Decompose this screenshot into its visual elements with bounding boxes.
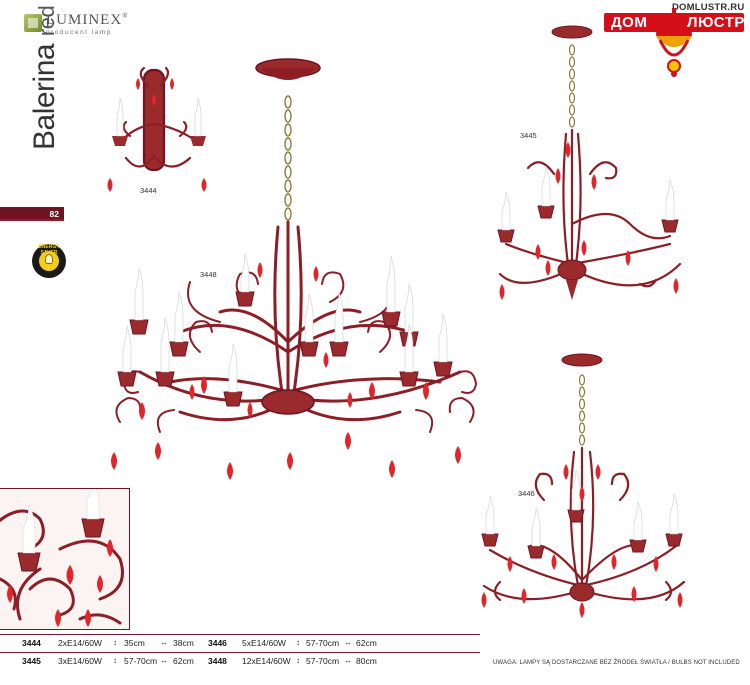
bulbs-not-included-note: UWAGA: LAMPY SĄ DOSTARCZANE BEZ ŹRÓDEŁ Ś… (493, 660, 740, 666)
spec-bulbs: 12xE14/60W (242, 656, 291, 666)
model-label-3445: 3445 (520, 131, 537, 140)
height-icon: ↕ (113, 656, 117, 665)
spec-bulbs: 5xE14/60W (242, 638, 286, 648)
spec-height: 35cm (124, 638, 145, 648)
series-title: Balerina red (28, 6, 62, 150)
luminex-logo: LUMINEX® producent lamp (24, 12, 127, 40)
domlustr-logo: DOMLUSTR.RU ДОМ ЛЮСТР (594, 0, 750, 80)
spec-bulbs: 3xE14/60W (58, 656, 102, 666)
chandelier-3448-image (111, 58, 478, 480)
shop-url: DOMLUSTR.RU (672, 2, 745, 13)
shop-logo-bar (604, 13, 744, 32)
spec-row: 3444 2xE14/60W ↕ 35cm ↔ 38cm 3446 5xE14/… (0, 634, 480, 651)
width-icon: ↔ (344, 656, 352, 665)
page-badge-rule (0, 219, 64, 221)
spec-width: 62cm (173, 656, 194, 666)
height-icon: ↕ (296, 656, 300, 665)
spec-bulbs: 2xE14/60W (58, 638, 102, 648)
spec-code: 3446 (208, 638, 227, 648)
spec-width: 80cm (356, 656, 377, 666)
spec-row: 3445 3xE14/60W ↕ 57-70cm ↔ 62cm 3448 12x… (0, 652, 480, 669)
spec-table: 3444 2xE14/60W ↕ 35cm ↔ 38cm 3446 5xE14/… (0, 634, 480, 670)
model-label-3444: 3444 (140, 186, 157, 195)
width-icon: ↔ (160, 638, 168, 647)
spec-height: 57-70cm (306, 638, 340, 648)
spec-code: 3444 (22, 638, 41, 648)
series-name: Balerina (28, 43, 61, 150)
series-finish: red (34, 5, 59, 37)
energy-saver-badge: ENERGY SAVER (32, 244, 66, 278)
model-label-3448: 3448 (200, 270, 217, 279)
width-icon: ↔ (160, 656, 168, 665)
chandelier-3446-image (481, 353, 686, 618)
chandelier-3445-image (497, 25, 682, 300)
shop-word-right: ЛЮСТР (687, 14, 745, 31)
height-icon: ↕ (296, 638, 300, 647)
shop-chandelier-icon (656, 8, 692, 77)
page-number-badge: 82 (0, 207, 64, 221)
model-label-3446: 3446 (518, 489, 535, 498)
luminex-logo-mark-icon (24, 14, 42, 32)
detail-closeup-photo (0, 488, 130, 630)
energy-badge-text: ENERGY SAVER (38, 244, 60, 256)
shop-word-left: ДОМ (611, 14, 648, 31)
spec-width: 62cm (356, 638, 377, 648)
width-icon: ↔ (344, 638, 352, 647)
brand-name: LUMINEX (46, 12, 123, 28)
height-icon: ↕ (113, 638, 117, 647)
bulb-icon (45, 254, 53, 264)
spec-height: 57-70cm (306, 656, 340, 666)
spec-width: 38cm (173, 638, 194, 648)
spec-code: 3448 (208, 656, 227, 666)
wall-sconce-3444-image (107, 66, 207, 192)
brand-tagline: producent lamp (46, 29, 112, 36)
spec-code: 3445 (22, 656, 41, 666)
closeup-detail-image (0, 489, 124, 627)
spec-height: 57-70cm (124, 656, 158, 666)
registered-mark: ® (122, 12, 129, 20)
